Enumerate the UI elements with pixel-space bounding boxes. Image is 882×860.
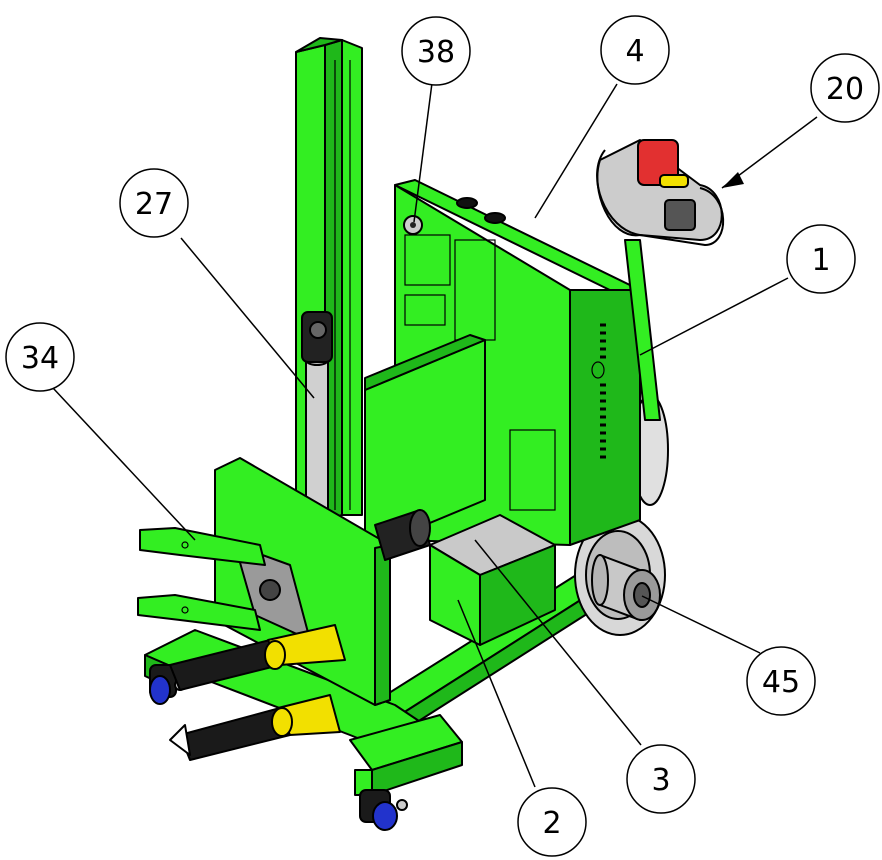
svg-text:45: 45: [762, 665, 800, 700]
arrowhead-20: [722, 172, 744, 188]
straps: [169, 624, 346, 761]
callout-27: 27: [119, 168, 189, 238]
vent-slots: [591, 323, 606, 459]
tiller: [596, 139, 725, 421]
callout-45: 45: [746, 646, 816, 716]
leader-38: [413, 82, 433, 223]
leader-3: [474, 539, 642, 746]
svg-text:4: 4: [625, 34, 644, 69]
leader-45: [641, 595, 761, 654]
callout-34: 34: [5, 322, 75, 392]
leader-27: [180, 237, 315, 399]
svg-text:27: 27: [135, 187, 173, 222]
callout-4: 4: [600, 15, 670, 85]
leader-2: [457, 599, 536, 788]
leader-4: [534, 83, 618, 219]
svg-text:38: 38: [417, 35, 455, 70]
callout-20: 20: [810, 53, 880, 123]
clamp-arms: [137, 527, 266, 631]
battery-box: [429, 514, 556, 646]
callout-1: 1: [786, 224, 856, 294]
callout-38: 38: [401, 16, 471, 86]
rotator-head: [214, 457, 431, 706]
svg-text:20: 20: [826, 72, 864, 107]
caster-right: [359, 789, 408, 831]
drive-motor-cylinder: [591, 554, 661, 621]
key-switch: [403, 215, 423, 235]
leader-34: [52, 387, 196, 541]
svg-text:2: 2: [542, 806, 561, 841]
svg-text:34: 34: [21, 341, 59, 376]
lift-cylinder: [301, 311, 333, 521]
callout-2: 2: [517, 787, 587, 857]
leader-1: [639, 277, 789, 356]
mast: [295, 37, 363, 526]
leader-lines: [52, 82, 818, 788]
svg-text:1: 1: [811, 243, 830, 278]
svg-text:3: 3: [651, 763, 670, 798]
carriage: [364, 334, 486, 551]
callout-3: 3: [626, 744, 696, 814]
